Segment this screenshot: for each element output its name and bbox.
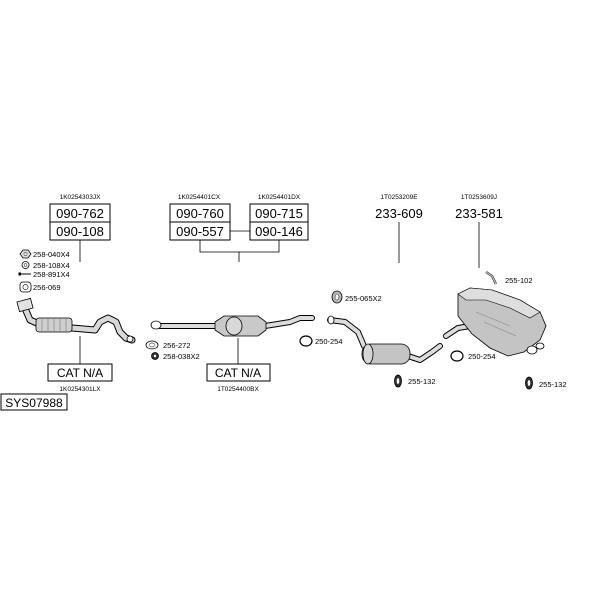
hanger-icon	[331, 290, 343, 304]
front-ref-top: 1K0254303JX	[60, 194, 102, 201]
front-code-1: 090-762	[56, 206, 104, 221]
clamp-icon	[450, 350, 464, 362]
front-part-1: 258-040X4	[33, 250, 70, 259]
middle-bracket	[199, 240, 280, 262]
front-part-4: 256-069	[33, 283, 61, 292]
center-part-3: 255-132	[408, 377, 436, 386]
middle-part-1: 256-272	[163, 341, 191, 350]
front-cat-box[interactable]	[47, 363, 113, 382]
center-part-2: 250-254	[315, 337, 343, 346]
middle-code-4: 090-146	[255, 224, 303, 239]
middle-ref-left: 1K0254401CX	[178, 194, 221, 201]
rubber-hanger-icon	[394, 374, 402, 388]
bracket-icon	[485, 271, 497, 285]
front-part-2: 258-108X4	[33, 261, 70, 270]
center-part-1: 255-065X2	[345, 294, 382, 303]
rear-part-1: 255-102	[505, 276, 533, 285]
nut-icon	[151, 352, 159, 360]
front-pipe-illustration	[16, 297, 136, 344]
middle-pipe-illustration	[150, 315, 315, 337]
center-muffler-illustration	[327, 315, 443, 365]
middle-ref-right: 1K0254401DX	[258, 194, 301, 201]
rear-code[interactable]: 233-581	[455, 206, 503, 221]
front-part-3: 258-891X4	[33, 270, 70, 279]
center-code[interactable]: 233-609	[375, 206, 423, 221]
middle-code-2: 090-715	[255, 206, 303, 221]
nut-icon	[19, 249, 32, 259]
middle-part-2: 258-038X2	[163, 352, 200, 361]
system-code-box	[0, 393, 68, 411]
center-ref: 1T0253209E	[380, 194, 418, 201]
middle-ref-bottom: 1T0254400BX	[217, 386, 259, 393]
system-code: SYS07988	[5, 396, 63, 410]
clamp-gasket-icon	[145, 340, 159, 350]
washer-icon	[21, 261, 30, 269]
gasket-icon	[19, 281, 32, 293]
rear-part-2: 250-254	[468, 352, 496, 361]
rear-muffler-illustration	[443, 287, 547, 357]
front-code-2: 090-108	[56, 224, 104, 239]
rear-part-3: 255-132	[539, 380, 567, 389]
middle-code-1: 090-760	[176, 206, 224, 221]
middle-cat-box[interactable]	[206, 363, 271, 382]
front-ref-bottom: 1K0254301LX	[59, 386, 101, 393]
clamp-icon	[299, 335, 313, 347]
rubber-hanger-icon	[525, 376, 533, 390]
middle-code-3: 090-557	[176, 224, 224, 239]
rear-ref: 1T0253609J	[461, 194, 497, 201]
front-cat-label: CAT N/A	[57, 366, 103, 380]
bolt-icon	[18, 272, 31, 276]
middle-cat-label: CAT N/A	[215, 366, 261, 380]
